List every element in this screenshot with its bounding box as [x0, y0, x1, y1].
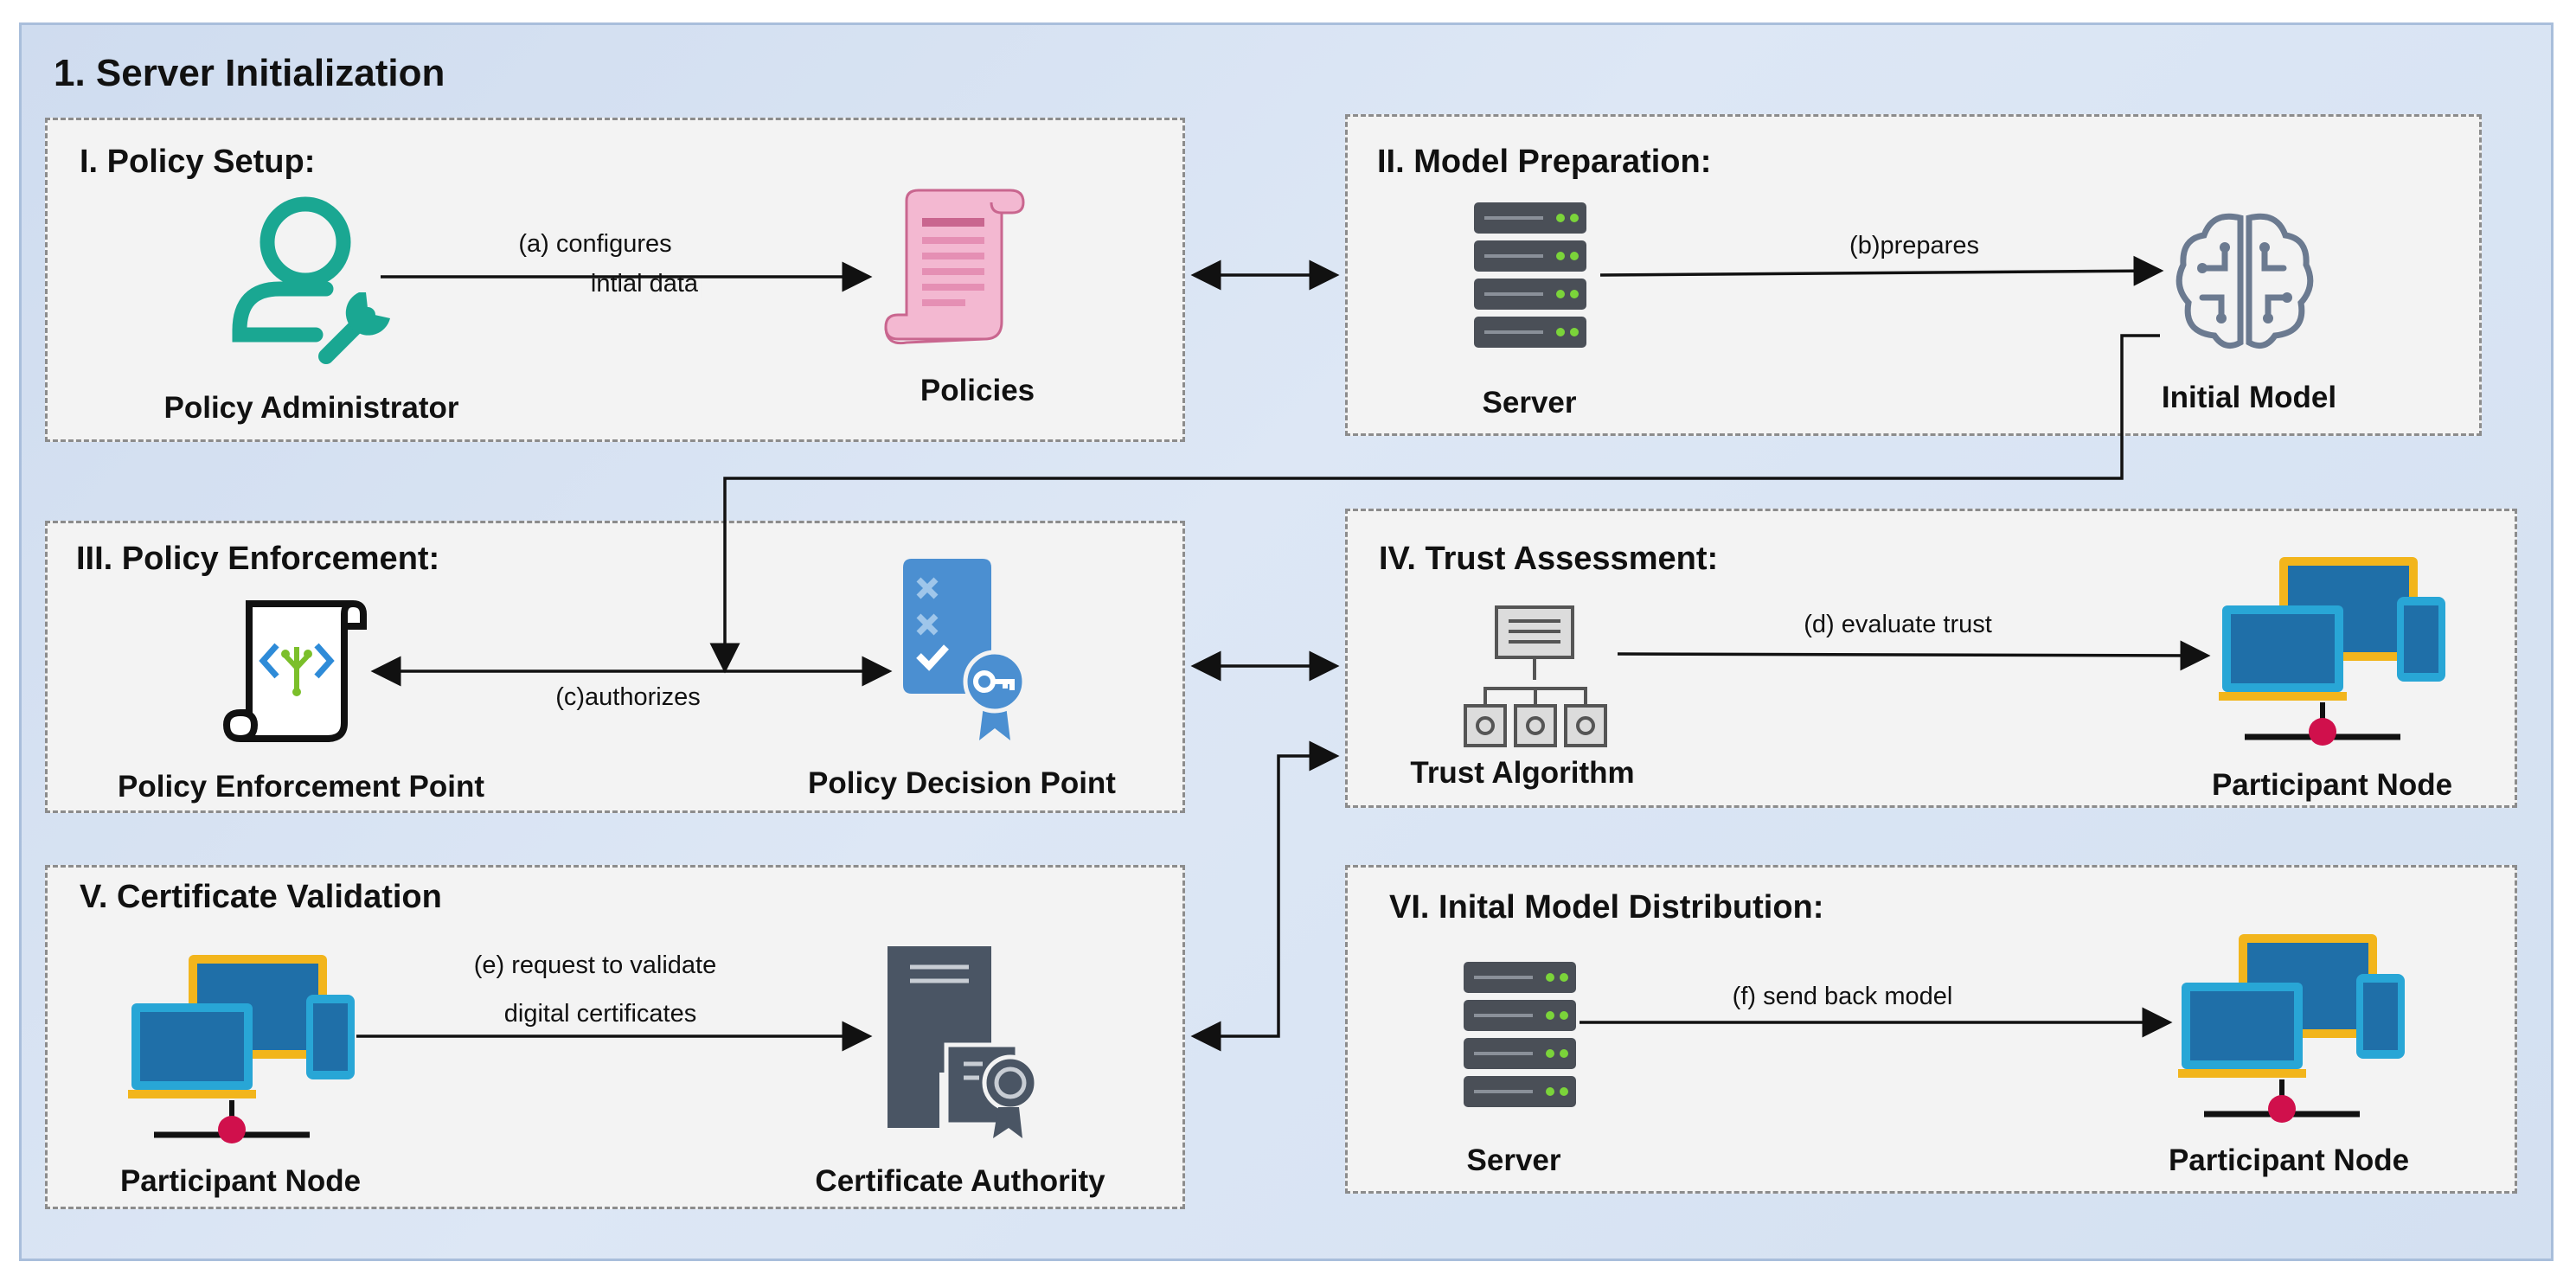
diagram-title: 1. Server Initialization: [54, 52, 445, 94]
label-policy-administrator: Policy Administrator: [163, 391, 459, 425]
label-trust-algorithm: Trust Algorithm: [1410, 756, 1635, 790]
hierarchy-algorithm-icon: [1464, 605, 1607, 747]
certificate-server-icon: [888, 946, 1039, 1138]
edge-label-send-back-model: (f) send back model: [1728, 983, 1957, 1011]
server-rack-icon-p6: [1464, 962, 1576, 1107]
edge-label-authorizes: (c)authorizes: [552, 683, 704, 712]
scroll-document-icon: [884, 189, 1025, 345]
panel-title-policy-enforcement: III. Policy Enforcement:: [76, 541, 440, 577]
checklist-badge-icon: [903, 559, 1027, 740]
label-participant-node-p6: Participant Node: [2168, 1143, 2410, 1177]
label-server-p2: Server: [1482, 386, 1577, 420]
label-certificate-authority: Certificate Authority: [815, 1164, 1105, 1198]
edge-label-request-validate: (e) request to validate: [470, 951, 721, 980]
label-initial-model: Initial Model: [2161, 381, 2337, 414]
label-server-p6: Server: [1466, 1143, 1561, 1177]
label-policy-decision-point: Policy Decision Point: [808, 766, 1116, 800]
network-devices-icon-p5: [128, 955, 355, 1143]
panel-title-certificate-validation: V. Certificate Validation: [80, 879, 442, 915]
edge-label-evaluate-trust: (d) evaluate trust: [1800, 611, 1996, 639]
label-policy-enforcement-point: Policy Enforcement Point: [118, 770, 484, 804]
policy-scroll-icon: [222, 600, 367, 742]
panel-title-initial-model-distribution: VI. Inital Model Distribution:: [1389, 889, 1824, 926]
user-gear-icon: [232, 196, 390, 364]
label-policies: Policies: [920, 374, 1035, 407]
label-participant-node-p4: Participant Node: [2211, 768, 2453, 802]
edge-label-initial-data: intial data: [586, 270, 702, 298]
panel-title-policy-setup: I. Policy Setup:: [80, 144, 316, 180]
network-devices-icon-p6: [2178, 934, 2405, 1123]
edge-label-configures: (a) configures: [515, 230, 676, 259]
panel-title-model-preparation: II. Model Preparation:: [1377, 144, 1712, 180]
label-participant-node-p5: Participant Node: [119, 1164, 362, 1198]
edge-label-prepares: (b)prepares: [1846, 232, 1983, 260]
panel-title-trust-assessment: IV. Trust Assessment:: [1379, 541, 1719, 577]
edge-label-digital-certificates: digital certificates: [500, 1000, 701, 1028]
server-rack-icon: [1474, 202, 1586, 348]
network-devices-icon: [2219, 557, 2445, 746]
brain-circuit-icon: [2176, 213, 2314, 349]
